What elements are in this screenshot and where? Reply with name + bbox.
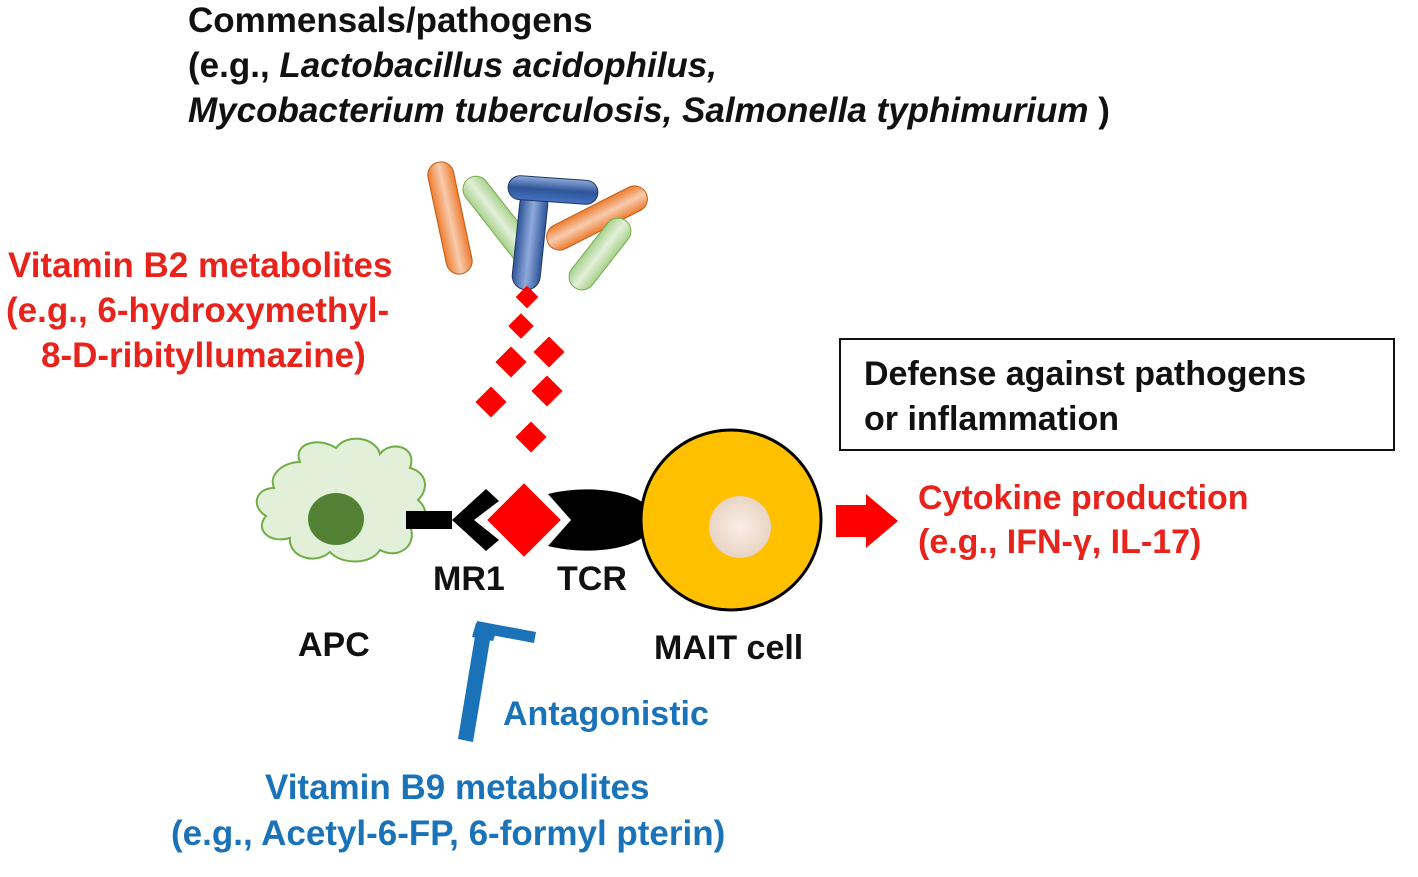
defense-line-1: Defense against pathogens	[864, 355, 1307, 393]
header-line-1: Commensals/pathogens	[188, 1, 593, 40]
header-line-2: (e.g., Lactobacillus acidophilus,	[188, 45, 717, 87]
cytokine-example: (e.g., IFN-γ, IL-17)	[918, 523, 1202, 561]
apc-label: APC	[298, 626, 370, 664]
tcr-receptor	[548, 489, 642, 551]
cytokine-title: Cytokine production	[918, 479, 1249, 517]
vitamin-b9-title: Vitamin B9 metabolites	[265, 768, 650, 807]
header-line-3-suffix: )	[1088, 91, 1110, 130]
antagonistic-label: Antagonistic	[503, 695, 709, 733]
tcr-label: TCR	[557, 560, 627, 598]
header-line-2-species: Lactobacillus acidophilus,	[279, 46, 717, 85]
antigen-diamond	[487, 483, 561, 557]
inhibition-bar-icon	[458, 621, 536, 742]
diamond	[515, 285, 539, 309]
bacterium-blue-vertical	[511, 189, 549, 291]
bacterium-green-right	[568, 217, 632, 291]
vitamin-b2-diamonds	[475, 285, 565, 453]
diamond	[515, 421, 547, 453]
bacterium-blue-horizontal	[507, 175, 599, 205]
diamond	[533, 336, 565, 368]
vitamin-b9-example: (e.g., Acetyl-6-FP, 6-formyl pterin)	[171, 814, 726, 853]
diamond	[531, 375, 563, 407]
bacterium-orange-left	[427, 161, 473, 275]
mr1-label: MR1	[433, 560, 505, 598]
header-line-3-species: Mycobacterium tuberculosis, Salmonella t…	[188, 91, 1089, 130]
defense-box	[839, 338, 1395, 451]
vitamin-b2-example-line-2: 8-D-ribityllumazine)	[41, 336, 366, 375]
header-line-2-prefix: (e.g.,	[188, 46, 280, 85]
vitamin-b2-title: Vitamin B2 metabolites	[8, 246, 393, 285]
diamond	[508, 313, 534, 339]
arrow-right-icon	[836, 494, 898, 548]
diamond	[495, 346, 527, 378]
mait-nucleus	[709, 496, 771, 558]
header-line-3: Mycobacterium tuberculosis, Salmonella t…	[188, 90, 1110, 132]
mr1-receptor	[406, 489, 499, 551]
bacteria-cluster	[427, 161, 648, 291]
defense-line-2: or inflammation	[864, 400, 1120, 438]
vitamin-b2-example-line-1: (e.g., 6-hydroxymethyl-	[6, 291, 390, 330]
mait-cell-label: MAIT cell	[654, 629, 804, 667]
diamond	[475, 386, 507, 418]
apc-nucleus	[308, 493, 364, 545]
